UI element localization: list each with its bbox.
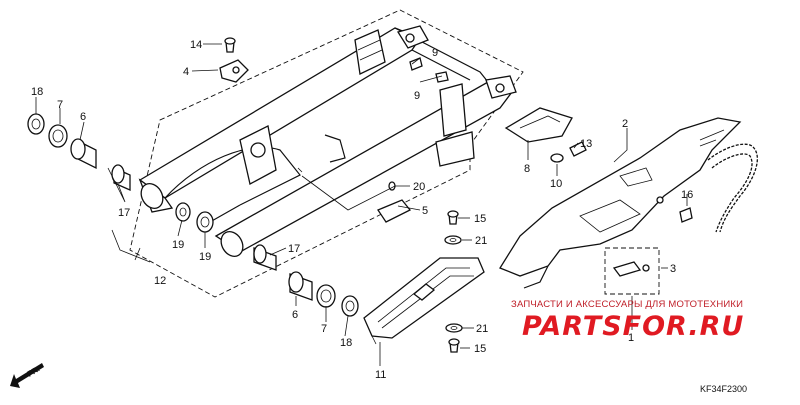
- washer-21-lower: [445, 323, 463, 333]
- callout-6-upper: 6: [80, 111, 86, 123]
- master-link-box: [604, 247, 660, 295]
- callout-19-right: 19: [199, 251, 211, 263]
- screws-9: [409, 57, 449, 83]
- callout-5: 5: [422, 205, 428, 217]
- callout-2: 2: [622, 118, 628, 130]
- callout-11: 11: [375, 369, 386, 381]
- bolt-14: [224, 37, 236, 53]
- bolt-13: [569, 141, 587, 157]
- callout-20: 20: [413, 181, 425, 193]
- watermark-logo: PARTSFOR.RU: [522, 311, 745, 342]
- callout-13: 13: [580, 138, 592, 150]
- callout-18-lower: 18: [340, 337, 352, 349]
- callout-9-upper: 9: [432, 47, 438, 59]
- drive-chain: [707, 143, 758, 233]
- cable-guide-4: [219, 59, 249, 83]
- leader-lines: [35, 43, 688, 366]
- callout-15-upper: 15: [474, 213, 486, 225]
- callout-16: 16: [681, 189, 693, 201]
- washer-21-upper: [444, 235, 462, 245]
- callout-numbers: 14 4 9 9 18 7 6 17 19 19 12 20 5 15 21 1…: [31, 39, 693, 381]
- callout-18-upper: 18: [31, 86, 43, 98]
- callout-3: 3: [670, 263, 676, 275]
- front-direction-arrow: [10, 363, 44, 388]
- callout-8: 8: [524, 163, 530, 175]
- callout-21-upper: 21: [475, 235, 487, 247]
- chain-slider: [363, 257, 485, 345]
- callout-4: 4: [183, 66, 189, 78]
- callout-14: 14: [190, 39, 202, 51]
- watermark-caption: ЗАПЧАСТИ И АКСЕССУАРЫ ДЛЯ МОТОТЕХНИКИ: [511, 299, 744, 310]
- bearing-stack-lower: [253, 244, 359, 317]
- callout-17-lower: 17: [288, 243, 300, 255]
- callout-6-lower: 6: [292, 309, 298, 321]
- callout-19-left: 19: [172, 239, 184, 251]
- nut-10: [550, 153, 564, 163]
- bolt-15-upper: [447, 210, 459, 225]
- callout-21-lower: 21: [476, 323, 488, 335]
- callout-17-upper: 17: [118, 207, 130, 219]
- bolt-16: [679, 207, 693, 223]
- master-link: [612, 261, 650, 277]
- callout-9-lower: 9: [414, 90, 420, 102]
- swingarm: [138, 25, 517, 257]
- chain-case: [499, 117, 742, 289]
- bracket-5: [377, 181, 412, 223]
- bracket-8: [504, 107, 573, 143]
- callout-12: 12: [154, 275, 166, 287]
- callout-7-upper: 7: [57, 99, 63, 111]
- callout-7-lower: 7: [321, 323, 327, 335]
- figure-code: KF34F2300: [700, 384, 748, 394]
- callout-10: 10: [550, 178, 562, 190]
- callout-1: 1: [628, 332, 634, 344]
- bolt-15-lower: [448, 338, 460, 353]
- callout-15-lower: 15: [474, 343, 486, 355]
